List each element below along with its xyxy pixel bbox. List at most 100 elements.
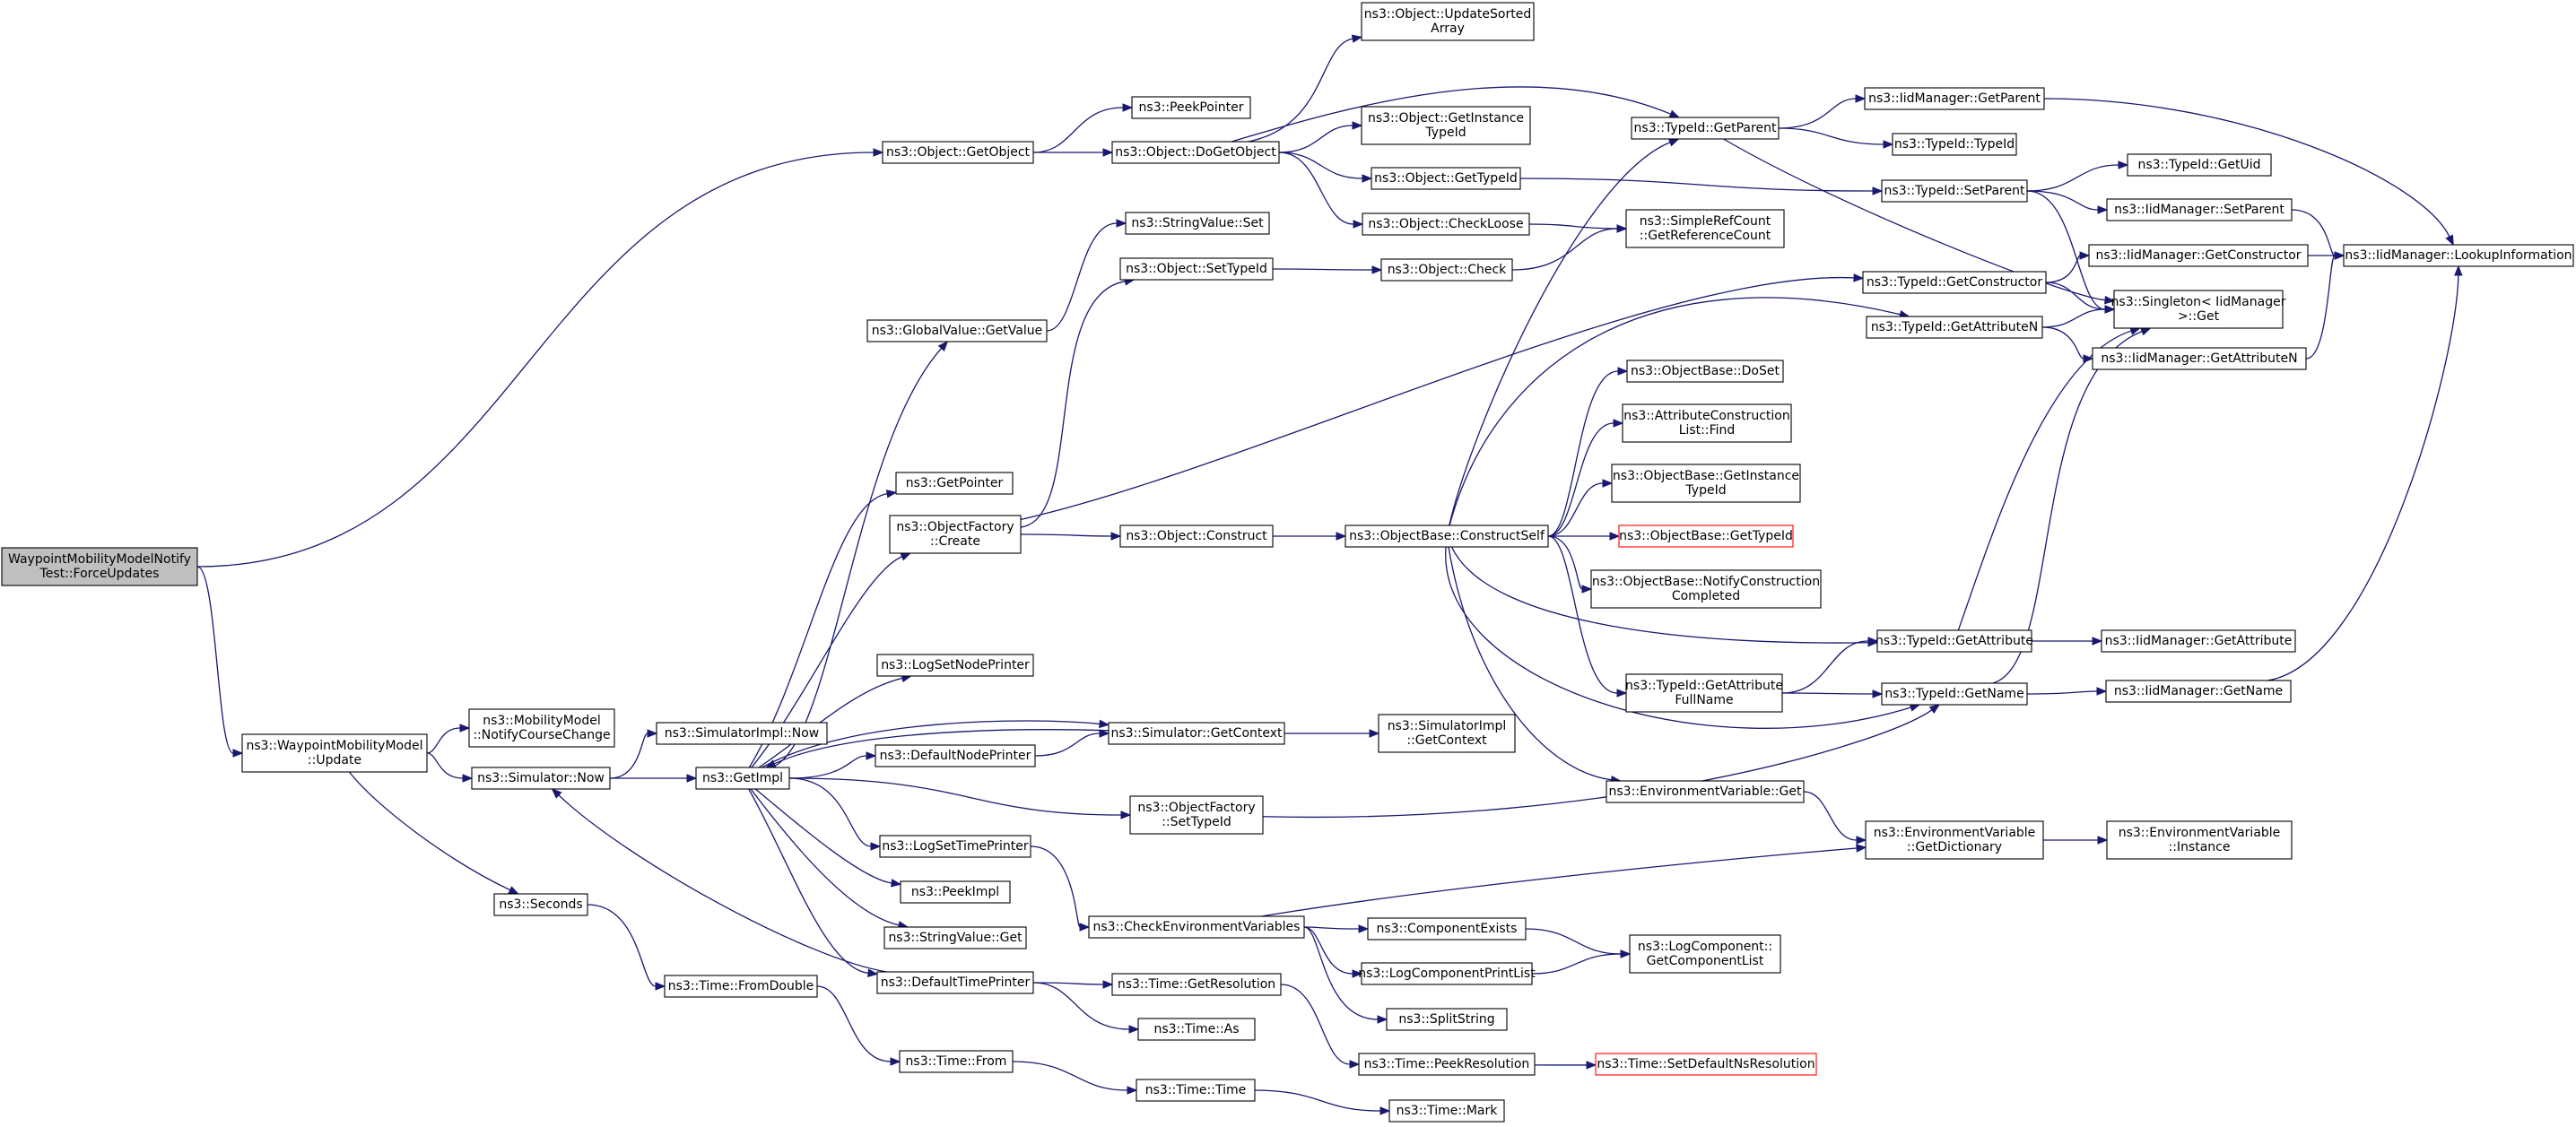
node-obj_construct[interactable]: ns3::Object::Construct bbox=[1119, 524, 1274, 548]
edge-arrowhead bbox=[1102, 980, 1114, 989]
node-checkenvvars[interactable]: ns3::CheckEnvironmentVariables bbox=[1088, 915, 1305, 939]
node-simimpl_now[interactable]: ns3::SimulatorImpl::Now bbox=[656, 722, 828, 745]
node-logcomponent_getlist[interactable]: ns3::LogComponent::GetComponentList bbox=[1629, 934, 1781, 974]
node-tid_getattribute[interactable]: ns3::TypeId::GetAttribute bbox=[1875, 629, 2033, 653]
node-label: ns3::StringValue::Set bbox=[1131, 216, 1264, 230]
node-iidm_getconstructor[interactable]: ns3::IidManager::GetConstructor bbox=[2088, 244, 2309, 267]
node-label: ns3::TypeId::GetAttributeN bbox=[1871, 320, 2038, 334]
node-box bbox=[1622, 403, 1792, 443]
node-ob_constructself[interactable]: ns3::ObjectBase::ConstructSelf bbox=[1345, 524, 1549, 548]
node-obj_gettypeid[interactable]: ns3::Object::GetTypeId bbox=[1371, 167, 1521, 190]
node-tid_getconstructor[interactable]: ns3::TypeId::GetConstructor bbox=[1862, 271, 2047, 294]
node-of_create[interactable]: ns3::ObjectFactory::Create bbox=[889, 515, 1022, 554]
node-src_getrefcount[interactable]: ns3::SimpleRefCount::GetReferenceCount bbox=[1625, 209, 1785, 248]
node-gv_getvalue[interactable]: ns3::GlobalValue::GetValue bbox=[866, 319, 1048, 342]
node-obj_getobject[interactable]: ns3::Object::GetObject bbox=[882, 141, 1034, 164]
node-label: ::NotifyCourseChange bbox=[473, 728, 610, 742]
node-obj_settypeid[interactable]: ns3::Object::SetTypeId bbox=[1119, 257, 1274, 281]
node-time_mark[interactable]: ns3::Time::Mark bbox=[1388, 1099, 1505, 1123]
edge-arrowhead bbox=[2104, 305, 2116, 314]
node-iidm_getattributen[interactable]: ns3::IidManager::GetAttributeN bbox=[2092, 347, 2307, 370]
node-envvar_get[interactable]: ns3::EnvironmentVariable::Get bbox=[1606, 780, 1805, 803]
node-ob_notifyconstruction[interactable]: ns3::ObjectBase::NotifyConstructionCompl… bbox=[1590, 569, 1822, 609]
node-label: ns3::ObjectFactory bbox=[1137, 801, 1255, 815]
node-box bbox=[664, 975, 818, 998]
edge-arrowhead bbox=[1581, 585, 1593, 594]
node-obj_checkloose[interactable]: ns3::Object::CheckLoose bbox=[1362, 212, 1530, 236]
node-label: ns3::EnvironmentVariable bbox=[1874, 826, 2036, 840]
node-tid_getattributen[interactable]: ns3::TypeId::GetAttributeN bbox=[1866, 316, 2043, 339]
node-box bbox=[2105, 680, 2292, 703]
node-label: ::Instance bbox=[2169, 840, 2231, 854]
node-ob_doset[interactable]: ns3::ObjectBase::DoSet bbox=[1626, 360, 1784, 383]
node-iidm_getparent[interactable]: ns3::IidManager::GetParent bbox=[1864, 87, 2045, 110]
node-componentexists[interactable]: ns3::ComponentExists bbox=[1367, 917, 1527, 941]
edge-line bbox=[1547, 482, 1604, 537]
node-defaultnodeprinter[interactable]: ns3::DefaultNodePrinter bbox=[875, 744, 1036, 767]
edge-line bbox=[426, 752, 464, 779]
node-obj_dogetobject[interactable]: ns3::Object::DoGetObject bbox=[1111, 141, 1280, 164]
node-simimpl_getcontext[interactable]: ns3::SimulatorImpl::GetContext bbox=[1378, 714, 1516, 753]
node-logsettimeprinter[interactable]: ns3::LogSetTimePrinter bbox=[879, 835, 1031, 858]
node-time_setdefaultns[interactable]: ns3::Time::SetDefaultNsResolution bbox=[1595, 1053, 1817, 1076]
node-label: ns3::LogSetNodePrinter bbox=[881, 658, 1030, 672]
node-tid_getparent[interactable]: ns3::TypeId::GetParent bbox=[1631, 117, 1780, 140]
node-tid_typeid[interactable]: ns3::TypeId::TypeId bbox=[1892, 133, 2017, 156]
node-strval_set[interactable]: ns3::StringValue::Set bbox=[1125, 212, 1270, 235]
node-obj_check[interactable]: ns3::Object::Check bbox=[1380, 258, 1513, 282]
node-splitstring[interactable]: ns3::SplitString bbox=[1386, 1008, 1508, 1031]
node-time_fromdouble[interactable]: ns3::Time::FromDouble bbox=[664, 975, 818, 998]
node-box bbox=[2106, 198, 2293, 221]
node-getimpl[interactable]: ns3::GetImpl bbox=[695, 767, 790, 790]
edge-arrowhead bbox=[1620, 949, 1632, 958]
node-time_getresolution[interactable]: ns3::Time::GetResolution bbox=[1111, 973, 1282, 996]
node-ob_gettypeid[interactable]: ns3::ObjectBase::GetTypeId bbox=[1618, 524, 1794, 548]
node-envvar_instance[interactable]: ns3::EnvironmentVariable::Instance bbox=[2106, 820, 2293, 860]
edge-arrowhead bbox=[890, 879, 902, 888]
node-peekpointer[interactable]: ns3::PeekPointer bbox=[1131, 96, 1251, 119]
node-wmm_update[interactable]: ns3::WaypointMobilityModel::Update bbox=[241, 733, 428, 773]
node-root[interactable]: WaypointMobilityModelNotifyTest::ForceUp… bbox=[1, 547, 198, 586]
node-time_as[interactable]: ns3::Time::As bbox=[1137, 1018, 1256, 1041]
node-getpointer[interactable]: ns3::GetPointer bbox=[895, 472, 1014, 495]
node-time_time[interactable]: ns3::Time::Time bbox=[1136, 1079, 1256, 1102]
node-mm_notify[interactable]: ns3::MobilityModel::NotifyCourseChange bbox=[468, 708, 615, 748]
node-peekimpl[interactable]: ns3::PeekImpl bbox=[900, 880, 1011, 904]
node-time_peekresolution[interactable]: ns3::Time::PeekResolution bbox=[1358, 1053, 1536, 1076]
node-of_settypeid[interactable]: ns3::ObjectFactory::SetTypeId bbox=[1129, 795, 1264, 835]
edge-iidm_getattributen-to-iidm_lookupinfo bbox=[2305, 251, 2345, 360]
node-seconds[interactable]: ns3::Seconds bbox=[493, 893, 588, 916]
node-iidm_lookupinfo[interactable]: ns3::IidManager::LookupInformation bbox=[2343, 244, 2574, 267]
edge-arrowhead bbox=[890, 1057, 901, 1066]
node-box bbox=[1618, 524, 1794, 548]
node-sim_now[interactable]: ns3::Simulator::Now bbox=[471, 767, 611, 790]
node-box bbox=[1136, 1079, 1256, 1102]
node-tid_getname[interactable]: ns3::TypeId::GetName bbox=[1881, 682, 2028, 706]
node-tid_setparent[interactable]: ns3::TypeId::SetParent bbox=[1881, 179, 2028, 203]
node-iidm_getname[interactable]: ns3::IidManager::GetName bbox=[2105, 680, 2292, 703]
edge-line bbox=[196, 152, 875, 568]
node-time_from[interactable]: ns3::Time::From bbox=[899, 1050, 1014, 1073]
node-defaulttimeprinter[interactable]: ns3::DefaultTimePrinter bbox=[876, 971, 1034, 994]
node-logsetnodeprinter[interactable]: ns3::LogSetNodePrinter bbox=[876, 654, 1034, 677]
node-box bbox=[1864, 87, 2045, 110]
node-strval_get[interactable]: ns3::StringValue::Get bbox=[883, 926, 1027, 949]
node-iidm_getattribute[interactable]: ns3::IidManager::GetAttribute bbox=[2101, 629, 2296, 653]
node-iidm_setparent[interactable]: ns3::IidManager::SetParent bbox=[2106, 198, 2293, 221]
edge-obj_getobject-to-obj_dogetobject bbox=[1033, 148, 1114, 157]
node-singleton_get[interactable]: ns3::Singleton< IidManager >::Get bbox=[2111, 290, 2286, 329]
node-tid_getuid[interactable]: ns3::TypeId::GetUid bbox=[2127, 153, 2272, 177]
node-envvar_getdictionary[interactable]: ns3::EnvironmentVariable::GetDictionary bbox=[1865, 820, 2044, 860]
node-logcomponentprintlist[interactable]: ns3::LogComponentPrintList bbox=[1358, 962, 1536, 985]
node-label: FullName bbox=[1675, 693, 1733, 707]
edge-arrowhead bbox=[1853, 273, 1865, 282]
node-label: ns3::Time::GetResolution bbox=[1118, 977, 1275, 992]
node-box bbox=[1866, 316, 2043, 339]
node-sim_getcontext[interactable]: ns3::Simulator::GetContext bbox=[1108, 722, 1285, 745]
edge-line bbox=[1278, 152, 1354, 225]
